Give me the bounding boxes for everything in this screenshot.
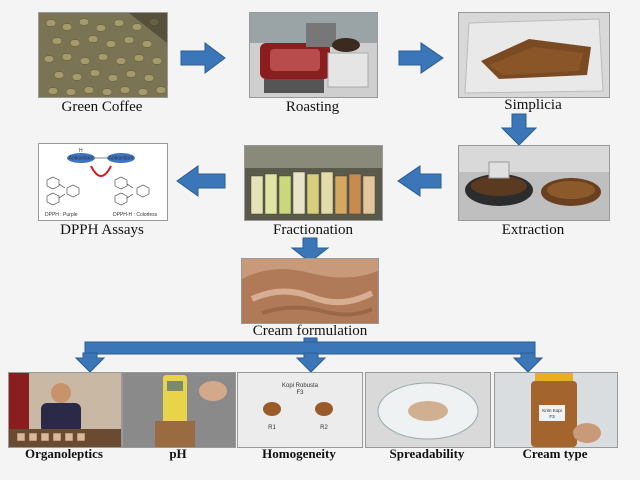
test-label-ph: pH bbox=[169, 446, 187, 461]
arrow-branch-bar bbox=[84, 341, 536, 355]
homogeneity-sample-r1 bbox=[263, 402, 281, 416]
green-coffee-beans-image bbox=[39, 13, 167, 97]
cream-jar-label-line1: Krim Kopi bbox=[542, 408, 562, 413]
arrow-roasting-to-simplicia bbox=[398, 42, 444, 74]
red-curved-arrow bbox=[90, 165, 112, 177]
dpph-reaction-diagram: H Antioxidant Antioxidant DPPH : Purple … bbox=[38, 143, 168, 221]
extraction-photo bbox=[458, 145, 610, 221]
cream-jar-label-line2: F3 bbox=[549, 414, 555, 419]
hydrogen-symbol: H bbox=[79, 148, 83, 154]
cream-type-image: Krim Kopi F3 bbox=[495, 373, 617, 447]
arrow-to-cream-type bbox=[512, 352, 544, 373]
simplicia-powder-image bbox=[459, 13, 609, 97]
homogeneity-r1-label: R1 bbox=[268, 425, 276, 431]
cream-jar-label bbox=[539, 405, 565, 421]
ph-photo bbox=[122, 372, 236, 448]
spreadability-image bbox=[366, 373, 490, 447]
organoleptics-photo bbox=[8, 372, 122, 448]
dpph-reaction-svg: H Antioxidant Antioxidant DPPH : Purple … bbox=[39, 144, 167, 220]
spread-sample bbox=[408, 401, 448, 421]
roasting-machine-image bbox=[250, 13, 377, 97]
green-coffee-photo bbox=[38, 12, 168, 98]
homogeneity-title-line2: F3 bbox=[296, 390, 304, 396]
fractionation-photo bbox=[244, 145, 383, 221]
organoleptics-image bbox=[9, 373, 121, 447]
arrow-to-homogeneity bbox=[295, 352, 327, 373]
fractionation-vials-image bbox=[245, 146, 382, 220]
cream-formulation-photo bbox=[241, 258, 379, 324]
step-label-cream-formulation: Cream formulation bbox=[252, 323, 368, 339]
arrow-extraction-to-fractionation bbox=[397, 165, 442, 197]
test-label-spreadability: Spreadability bbox=[389, 446, 465, 461]
arrow-fractionation-to-dpph bbox=[176, 165, 226, 197]
roasting-photo bbox=[249, 12, 378, 98]
test-label-homogeneity: Homogeneity bbox=[262, 446, 336, 461]
dpph-colorless-caption: DPPH-H : Colorless bbox=[113, 212, 158, 218]
cream-swirl-image bbox=[242, 259, 378, 323]
test-label-organoleptics: Organoleptics bbox=[25, 446, 103, 461]
antioxidant-label-1: Antioxidant bbox=[69, 156, 94, 162]
antioxidant-label-2: Antioxidant bbox=[109, 156, 134, 162]
test-label-cream-type: Cream type bbox=[522, 446, 588, 461]
step-label-green-coffee: Green Coffee bbox=[61, 99, 143, 115]
step-label-extraction: Extraction bbox=[501, 222, 565, 238]
step-label-roasting: Roasting bbox=[285, 99, 340, 115]
antioxidant-ellipse-1 bbox=[67, 153, 95, 163]
cream-type-photo: Krim Kopi F3 bbox=[494, 372, 618, 448]
step-label-dpph-assays: DPPH Assays bbox=[60, 222, 144, 238]
arrow-simplicia-to-extraction bbox=[500, 113, 538, 146]
arrow-coffee-to-roasting bbox=[180, 42, 226, 74]
extraction-image bbox=[459, 146, 609, 220]
homogeneity-photo: Kopi Robusta F3 R1 R2 bbox=[237, 372, 363, 448]
dpph-molecule-right bbox=[114, 176, 150, 206]
simplicia-photo bbox=[458, 12, 610, 98]
dpph-purple-caption: DPPH : Purple bbox=[45, 212, 78, 218]
antioxidant-ellipse-2 bbox=[107, 153, 135, 163]
arrow-fractionation-to-cream bbox=[290, 237, 330, 263]
step-label-simplicia: Simplicia bbox=[504, 97, 562, 113]
homogeneity-sample-r2 bbox=[315, 402, 333, 416]
dpph-molecule-left bbox=[46, 176, 80, 206]
spreadability-photo bbox=[365, 372, 491, 448]
step-label-fractionation: Fractionation bbox=[273, 222, 353, 238]
arrow-to-organoleptics bbox=[74, 352, 106, 373]
ph-meter-image bbox=[123, 373, 235, 447]
homogeneity-title-line1: Kopi Robusta bbox=[282, 383, 319, 389]
homogeneity-r2-label: R2 bbox=[320, 425, 328, 431]
homogeneity-image: Kopi Robusta F3 R1 R2 bbox=[238, 373, 362, 447]
